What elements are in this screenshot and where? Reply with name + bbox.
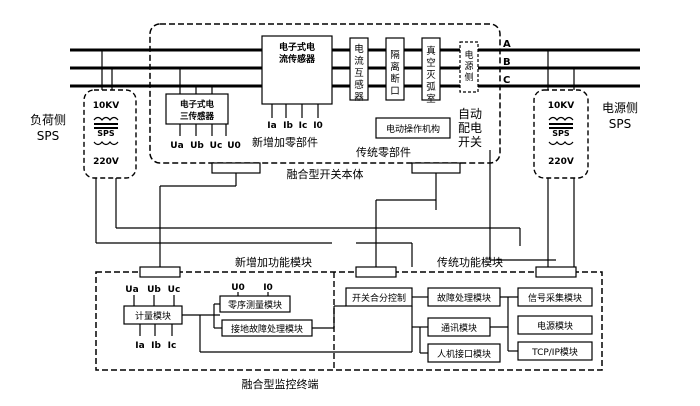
operating-mechanism-label: 电动操作机构 (386, 123, 440, 135)
terminal-frame (95, 271, 603, 371)
power-module (517, 315, 593, 335)
zero-seq-port-u0: U0 (231, 283, 245, 293)
svg-text:隔离断口: 隔离断口 (390, 50, 400, 97)
svg-text:Ua: Ua (125, 285, 138, 295)
evt-port-uc: Uc (210, 141, 223, 151)
svg-text:SPS: SPS (97, 129, 115, 138)
metering-module: Ua Ub Uc 计量模块 Ia Ib Ic (123, 285, 183, 351)
source-side-sps: 10KV SPS 220V (533, 89, 589, 179)
svg-text:Ib: Ib (151, 341, 161, 351)
body-connector-left (211, 162, 261, 174)
load-side-sps: 10KV SPS 220V (83, 89, 137, 179)
svg-text:计量模块: 计量模块 (135, 310, 171, 322)
phase-b-label: B (503, 57, 511, 68)
evt-port-u0: U0 (227, 141, 241, 151)
electronic-voltage-sensor: 电子式电 三传感器 Ua Ub Uc U0 (165, 93, 241, 151)
auto-switch-label: 自动配电开关 (458, 107, 482, 149)
ect-port-ia: Ia (267, 121, 276, 131)
body-connector-right (411, 162, 461, 174)
traditional-modules-label: 传统功能模块 (437, 255, 503, 269)
power-side-pt: 电源侧 (459, 41, 479, 93)
svg-text:SPS: SPS (609, 117, 631, 131)
load-hv-label: 10KV (93, 101, 119, 111)
power-module-label: 电源模块 (537, 320, 573, 332)
svg-text:电源侧: 电源侧 (464, 49, 473, 83)
svg-text:Ia: Ia (135, 341, 144, 351)
traditional-parts-label: 传统零部件 (356, 145, 411, 159)
svg-text:电子式电: 电子式电 (279, 41, 315, 53)
svg-text:SPS: SPS (37, 129, 59, 143)
load-lv-label: 220V (93, 157, 119, 167)
operating-mechanism-box (375, 117, 451, 139)
source-hv-label: 10KV (548, 101, 574, 111)
zero-seq-port-i0: I0 (263, 283, 273, 293)
terminal-connector-1 (139, 266, 181, 278)
phase-a-label: A (503, 39, 511, 50)
svg-text:真空灭弧室: 真空灭弧室 (426, 45, 436, 105)
svg-text:流传感器: 流传感器 (279, 53, 316, 65)
ect-port-ib: Ib (283, 121, 293, 131)
source-lv-label: 220V (548, 157, 574, 167)
source-side-label: 电源侧 (602, 101, 638, 115)
new-parts-label: 新增加零部件 (252, 135, 318, 149)
vacuum-interrupter: 真空灭弧室 (421, 37, 441, 105)
phase-c-label: C (503, 75, 510, 86)
current-transformer: 电流互感器 (349, 37, 369, 103)
switch-body-title: 融合型开关本体 (287, 167, 364, 181)
signal-acquisition-label: 信号采集模块 (528, 292, 582, 304)
terminal-title: 融合型监控终端 (242, 377, 319, 391)
communication-label: 通讯模块 (441, 322, 477, 334)
ct-char-1: 电 (354, 43, 364, 55)
isolation-break: 隔离断口 (385, 37, 405, 101)
terminal-connector-3 (535, 266, 577, 278)
ect-port-i0: I0 (313, 121, 323, 131)
wiring (95, 150, 575, 354)
hmi-label: 人机接口模块 (437, 348, 491, 360)
tcpip-label: TCP/IP模块 (531, 346, 578, 358)
switch-control-label: 开关合分控制 (352, 292, 406, 304)
ect-port-ic: Ic (299, 121, 308, 131)
zero-seq-module-label: 零序测量模块 (228, 299, 282, 311)
svg-text:Ub: Ub (147, 285, 161, 295)
svg-text:电子式电: 电子式电 (180, 99, 215, 110)
switch-body-frame (149, 23, 501, 164)
svg-text:Uc: Uc (168, 285, 181, 295)
evt-port-ub: Ub (190, 141, 204, 151)
load-side-label: 负荷侧 (30, 113, 66, 127)
electronic-current-sensor: 电子式电 流传感器 Ia Ib Ic I0 (261, 35, 333, 131)
ground-fault-module-label: 接地故障处理模块 (231, 323, 303, 335)
svg-text:三传感器: 三传感器 (180, 111, 215, 122)
evt-port-ua: Ua (170, 141, 183, 151)
fault-handling-label: 故障处理模块 (437, 292, 491, 304)
new-modules-label: 新增加功能模块 (235, 255, 312, 269)
svg-text:SPS: SPS (552, 129, 570, 138)
svg-text:电流互感器: 电流互感器 (354, 43, 364, 103)
terminal-connector-2 (355, 266, 397, 278)
svg-text:Ic: Ic (168, 341, 177, 351)
